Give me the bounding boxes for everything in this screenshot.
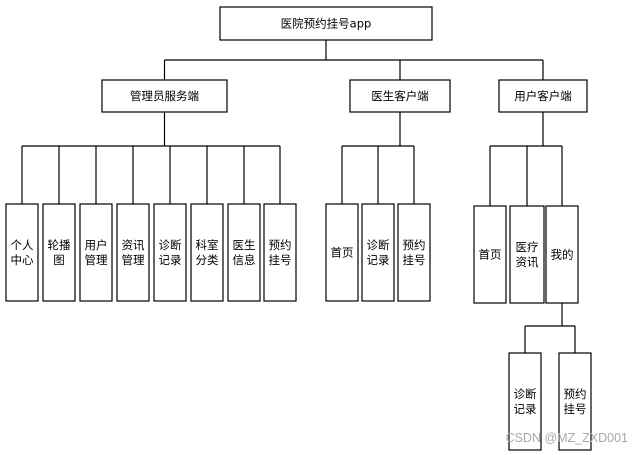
child-node-admin-booking: 预约挂号 bbox=[263, 203, 297, 302]
branch-node-admin: 管理员服务端 bbox=[101, 79, 228, 113]
child-node-user-client-mine-label: 我的 bbox=[551, 248, 574, 262]
root-node-frame bbox=[219, 6, 433, 41]
child-node-user-client-medical-news-frame bbox=[509, 205, 545, 304]
sub-node-booking-frame bbox=[558, 352, 592, 451]
child-node-doctor-client-home: 首页 bbox=[325, 203, 359, 302]
child-node-user-client-medical-news-label: 医疗 bbox=[516, 240, 539, 254]
child-node-user-client-home-label: 首页 bbox=[479, 248, 502, 262]
child-node-admin-doctor-label: 医生 bbox=[233, 238, 256, 252]
sub-node-diagnosis-label: 诊断 bbox=[514, 387, 537, 401]
child-node-admin-profile-frame bbox=[5, 203, 39, 302]
child-node-doctor-client-booking-frame bbox=[397, 203, 431, 302]
child-node-user-client-medical-news-label: 资讯 bbox=[516, 255, 539, 269]
child-node-doctor-client-diagnosis-label: 记录 bbox=[367, 253, 390, 267]
sub-node-diagnosis-frame bbox=[508, 352, 542, 451]
child-node-admin-news-mgmt-frame bbox=[116, 203, 150, 302]
child-node-admin-diagnosis-label: 诊断 bbox=[159, 238, 182, 252]
branch-node-user-client-label: 用户客户端 bbox=[514, 89, 572, 103]
child-node-admin-profile-label: 中心 bbox=[11, 253, 34, 267]
child-node-admin-carousel-label: 轮播 bbox=[48, 238, 71, 252]
child-node-doctor-client-home-label: 首页 bbox=[331, 246, 354, 260]
branch-node-user-client: 用户客户端 bbox=[498, 79, 588, 113]
child-node-admin-diagnosis-label: 记录 bbox=[159, 253, 182, 267]
child-node-admin-carousel: 轮播图 bbox=[42, 203, 76, 302]
child-node-admin-user-mgmt-label: 用户 bbox=[85, 238, 108, 252]
child-node-admin-doctor-frame bbox=[227, 203, 261, 302]
child-node-doctor-client-diagnosis-frame bbox=[361, 203, 395, 302]
branch-node-admin-frame bbox=[101, 79, 228, 113]
child-node-user-client-home: 首页 bbox=[473, 205, 507, 304]
child-node-admin-news-mgmt-label: 资讯 bbox=[122, 238, 145, 252]
diagram-nodes: 医院预约挂号app管理员服务端个人中心轮播图用户管理资讯管理诊断记录科室分类医生… bbox=[5, 6, 592, 451]
child-node-admin-booking-label: 预约 bbox=[269, 238, 292, 252]
child-node-admin-dept-label: 分类 bbox=[196, 253, 219, 267]
watermark: CSDN @MZ_ZXD001 bbox=[506, 431, 628, 445]
child-node-user-client-mine-frame bbox=[545, 205, 579, 304]
branch-node-doctor-client: 医生客户端 bbox=[349, 79, 451, 113]
connector-lines bbox=[21, 40, 576, 353]
child-node-admin-booking-label: 挂号 bbox=[269, 253, 292, 267]
branch-node-user-client-frame bbox=[498, 79, 588, 113]
child-node-doctor-client-diagnosis-label: 诊断 bbox=[367, 238, 390, 252]
child-node-user-client-mine: 我的 bbox=[545, 205, 579, 304]
sub-node-booking-label: 预约 bbox=[564, 387, 587, 401]
sub-node-booking-label: 挂号 bbox=[564, 402, 587, 416]
child-node-admin-carousel-frame bbox=[42, 203, 76, 302]
root-node: 医院预约挂号app bbox=[219, 6, 433, 41]
child-node-admin-booking-frame bbox=[263, 203, 297, 302]
child-node-doctor-client-booking-label: 预约 bbox=[403, 238, 426, 252]
sub-node-diagnosis-label: 记录 bbox=[514, 402, 537, 416]
child-node-admin-diagnosis-frame bbox=[153, 203, 187, 302]
child-node-doctor-client-booking: 预约挂号 bbox=[397, 203, 431, 302]
child-node-admin-doctor-label: 信息 bbox=[233, 253, 256, 267]
child-node-admin-user-mgmt-frame bbox=[79, 203, 113, 302]
child-node-doctor-client-home-frame bbox=[325, 203, 359, 302]
child-node-admin-dept-frame bbox=[190, 203, 224, 302]
child-node-admin-profile-label: 个人 bbox=[11, 238, 34, 252]
sub-node-booking: 预约挂号 bbox=[558, 352, 592, 451]
root-node-label: 医院预约挂号app bbox=[281, 17, 372, 31]
child-node-admin-carousel-label: 图 bbox=[53, 253, 65, 267]
branch-node-admin-label: 管理员服务端 bbox=[130, 89, 199, 103]
child-node-user-client-home-frame bbox=[473, 205, 507, 304]
child-node-admin-user-mgmt-label: 管理 bbox=[85, 253, 108, 267]
child-node-doctor-client-booking-label: 挂号 bbox=[403, 253, 426, 267]
branch-node-doctor-client-label: 医生客户端 bbox=[371, 89, 429, 103]
branch-node-doctor-client-frame bbox=[349, 79, 451, 113]
child-node-admin-news-mgmt-label: 管理 bbox=[122, 253, 145, 267]
child-node-admin-dept-label: 科室 bbox=[196, 238, 219, 252]
